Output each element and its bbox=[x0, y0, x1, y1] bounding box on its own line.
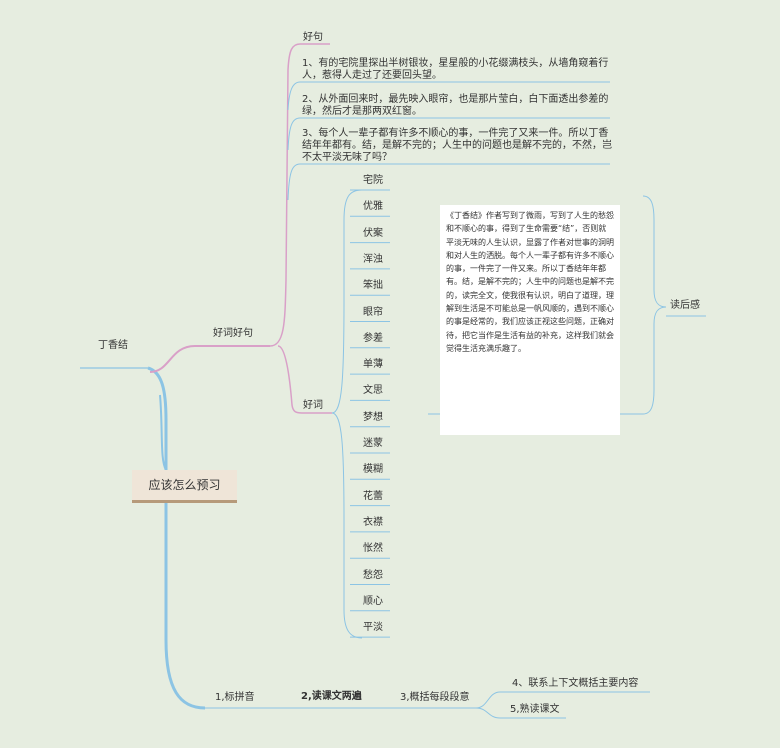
step-2-label: 2,读课文两遍 bbox=[301, 691, 362, 702]
sentence-3-connector bbox=[287, 163, 610, 201]
word-item: 愁怨 bbox=[363, 569, 383, 581]
main-spine bbox=[147, 366, 206, 710]
step5-connector bbox=[475, 707, 566, 719]
word-item: 怅然 bbox=[363, 543, 383, 555]
step-4-label: 4、联系上下文概括主要内容 bbox=[512, 678, 639, 689]
step4-connector bbox=[475, 691, 650, 709]
trunk-to-good-words bbox=[277, 345, 332, 414]
step-3-label: 3,概括每段段意 bbox=[400, 692, 470, 703]
reflection-title: 读后感 bbox=[670, 300, 700, 311]
word-item: 眼帘 bbox=[363, 306, 383, 318]
sentence-2-connector bbox=[287, 117, 610, 151]
word-item: 迷蒙 bbox=[363, 438, 383, 449]
root-node: 应该怎么预习 bbox=[132, 470, 237, 503]
word-item: 笨拙 bbox=[363, 280, 383, 292]
good-words-title: 好词 bbox=[303, 400, 323, 411]
sentence-2: 2、从外面回来时，最先映入眼帘，也是那片莹白，白下面透出参差的绿，然后才是那两双… bbox=[302, 94, 609, 117]
reflection-brace bbox=[642, 195, 667, 415]
sentence-3: 3、每个人一辈子都有许多不顺心的事，一件完了又来一件。所以丁香结年年都有。结，是… bbox=[302, 128, 612, 163]
word-item: 文思 bbox=[363, 385, 383, 397]
word-item: 顺心 bbox=[363, 595, 383, 607]
reflection-note: 《丁香结》作者写到了微雨，写到了人生的愁怨和不顺心的事，得到了生命需要“结”，否… bbox=[440, 205, 620, 435]
word-item: 优雅 bbox=[363, 201, 383, 213]
word-item: 浑浊 bbox=[363, 253, 383, 265]
word-item: 花蕾 bbox=[363, 490, 383, 502]
branch-to-good-words bbox=[149, 345, 270, 373]
good-words-sentences-label: 好词好句 bbox=[213, 328, 253, 339]
sentence-1: 1、有的宅院里探出半树银妆，星星般的小花缀满枝头，从墙角窥着行人，惹得人走过了还… bbox=[302, 58, 609, 81]
word-item: 模糊 bbox=[363, 464, 383, 476]
trunk-to-good-sentences bbox=[269, 43, 330, 347]
word-item: 伏案 bbox=[363, 227, 383, 239]
word-item: 单薄 bbox=[363, 359, 383, 371]
spine-to-root bbox=[159, 394, 167, 471]
word-item: 衣襟 bbox=[363, 516, 383, 528]
word-brace bbox=[331, 189, 363, 639]
step-1-label: 1,标拼音 bbox=[215, 692, 255, 703]
sentence-1-connector bbox=[287, 81, 610, 111]
word-item: 宅院 bbox=[363, 175, 383, 186]
topic-label: 丁香结 bbox=[98, 340, 128, 351]
good-sentences-title: 好句 bbox=[303, 32, 323, 43]
word-item: 参差 bbox=[363, 332, 383, 344]
word-item: 梦想 bbox=[363, 411, 383, 423]
word-item: 平淡 bbox=[363, 622, 383, 634]
step-5-label: 5,熟读课文 bbox=[510, 704, 560, 715]
